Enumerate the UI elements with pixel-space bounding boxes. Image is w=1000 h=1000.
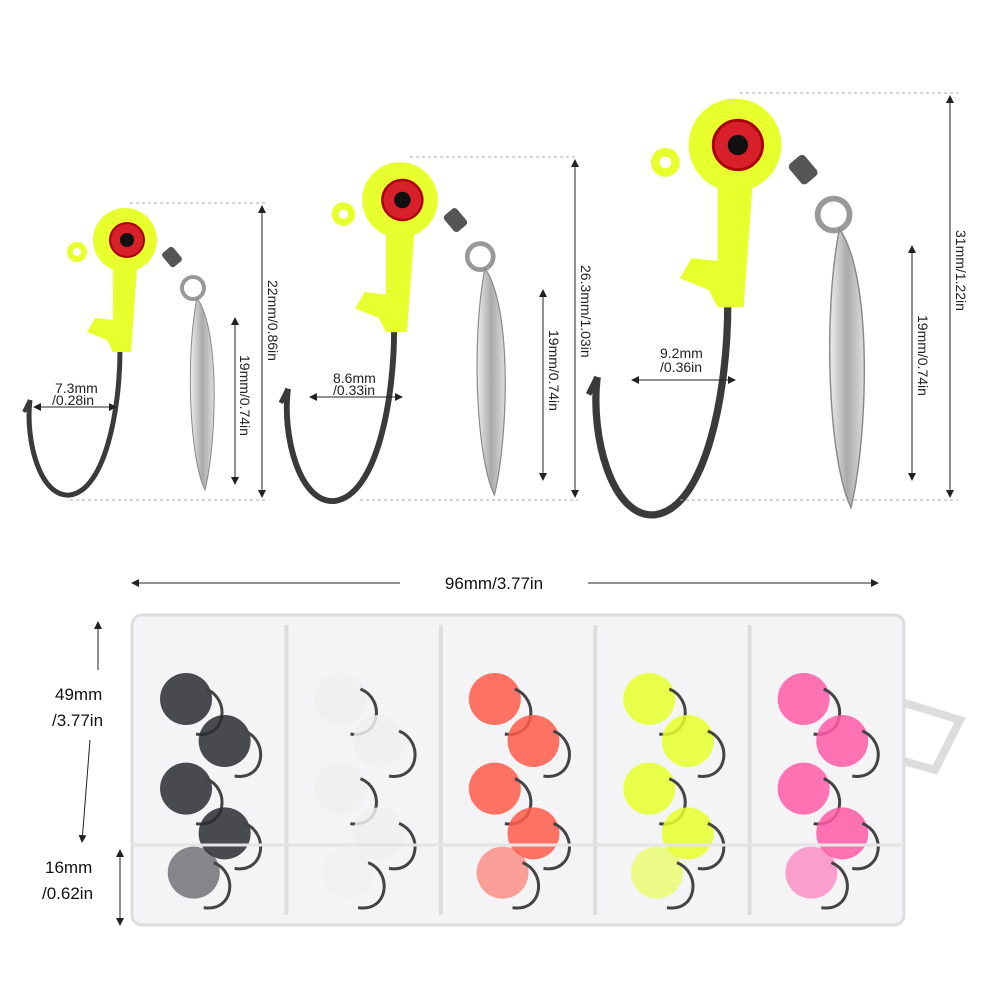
jig-head — [507, 715, 560, 767]
jig-head — [661, 715, 714, 767]
jig-small-blade-label: 19mm/0.74in — [237, 355, 253, 436]
jig-head — [623, 673, 676, 725]
hook — [543, 729, 571, 778]
jig-head — [630, 846, 683, 899]
jig-head — [198, 715, 251, 767]
jig-head — [353, 715, 406, 767]
jig-medium-height-label: 26.3mm/1.03in — [578, 265, 594, 358]
jig-large-gap-in-label: /0.36in — [660, 359, 702, 375]
hook — [203, 861, 232, 910]
jig-head — [314, 673, 367, 725]
hook — [388, 822, 417, 871]
compartment — [593, 625, 726, 915]
jig-medium: 8.6mm /0.33in 26.3mm/1.03in 19mm/0.74in — [281, 156, 594, 501]
jig-large: 9.2mm /0.36in 31mm/1.22in 19mm/0.74in — [589, 92, 969, 515]
box-height-in-label: /3.77in — [52, 711, 103, 730]
jig-small: 7.3mm /0.28in 22mm/0.86in 19mm/0.74in — [24, 202, 281, 501]
box-depth-mm-label: 16mm — [45, 858, 92, 877]
box-dimensions: 96mm/3.77in 49mm /3.77in 16mm /0.62in — [42, 574, 879, 926]
jig-head — [468, 762, 521, 815]
hook — [357, 861, 386, 910]
compartment — [438, 625, 571, 915]
jig-medium-gap-label: 8.6mm — [333, 370, 376, 386]
jig-head — [160, 673, 213, 725]
jig-medium-gap-in-label: /0.33in — [333, 382, 375, 398]
jig-small-gap-label: 7.3mm — [55, 380, 98, 396]
hook — [697, 729, 726, 778]
jig-head — [167, 846, 220, 899]
jig-head — [314, 762, 367, 815]
jig-head — [777, 673, 830, 725]
jig-large-height-label: 31mm/1.22in — [953, 230, 969, 311]
hook — [666, 861, 695, 910]
jig-large-gap-label: 9.2mm — [660, 345, 703, 361]
tackle-box — [130, 613, 966, 927]
jig-head — [322, 846, 375, 899]
jig-large-blade-label: 19mm/0.74in — [915, 315, 931, 396]
hook — [821, 861, 849, 910]
jig-head — [476, 846, 529, 899]
hook — [234, 822, 263, 871]
hook — [512, 861, 540, 910]
hook — [851, 729, 880, 778]
hook — [388, 729, 417, 778]
compartment — [160, 673, 263, 910]
hook — [543, 822, 571, 871]
hook — [697, 822, 726, 871]
jig-head — [816, 715, 869, 767]
box-height-mm-label: 49mm — [55, 685, 102, 704]
box-depth-in-label: /0.62in — [42, 884, 93, 903]
jig-head — [623, 762, 676, 815]
jig-head — [785, 846, 838, 899]
hook — [234, 729, 263, 778]
jig-small-gap-in-label: /0.28in — [52, 392, 94, 408]
jig-head — [777, 762, 830, 815]
hook — [851, 822, 880, 871]
jig-head — [468, 673, 521, 725]
box-width-label: 96mm/3.77in — [445, 574, 543, 593]
jig-small-height-label: 22mm/0.86in — [265, 280, 281, 361]
jig-medium-blade-label: 19mm/0.74in — [546, 330, 562, 411]
jig-head — [160, 762, 213, 815]
